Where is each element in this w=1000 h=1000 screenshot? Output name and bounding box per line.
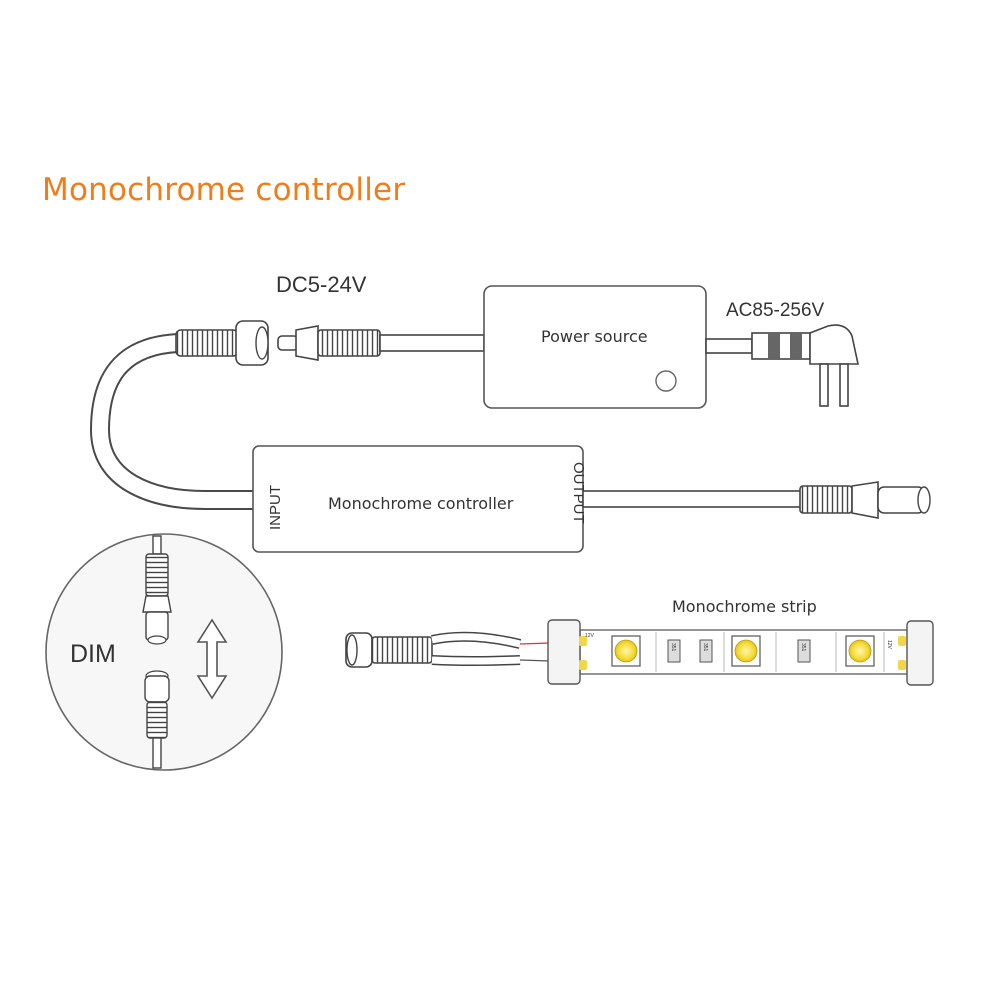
- power-source-label: Power source: [541, 327, 648, 346]
- controller-label: Monochrome controller: [328, 494, 514, 513]
- dc-jack-icon: [175, 320, 269, 366]
- dim-female-jack-icon: [144, 670, 170, 769]
- page-title: Monochrome controller: [42, 172, 406, 208]
- led-icon: [611, 635, 641, 667]
- resistor-label: 351: [670, 643, 676, 652]
- dim-male-plug-icon: [142, 535, 172, 645]
- resistor-label: 351: [702, 643, 708, 652]
- dim-label: DIM: [70, 640, 116, 668]
- input-label: INPUT: [267, 485, 284, 530]
- strip-voltage-label: 12V: [585, 633, 595, 639]
- dc-voltage-label: DC5-24V: [276, 272, 367, 297]
- output-label: OUTPUT: [570, 462, 587, 524]
- ac-plug-icon: [705, 324, 859, 407]
- resistor-label: 351: [800, 643, 806, 652]
- strip-label: Monochrome strip: [672, 597, 817, 616]
- resistor-icon: [667, 639, 811, 663]
- dc-plug-icon: [277, 325, 485, 361]
- double-arrow-icon: [196, 618, 228, 700]
- led-icon: [845, 635, 875, 667]
- power-source-box: [483, 285, 707, 409]
- led-strip: [547, 619, 934, 686]
- strip-jack-icon: [345, 631, 581, 668]
- led-icon: [731, 635, 761, 667]
- ac-voltage-label: AC85-256V: [726, 300, 825, 321]
- strip-voltage-label-rev: 12V: [886, 640, 892, 650]
- output-plug-icon: [582, 481, 931, 519]
- dim-detail-circle: [45, 533, 283, 771]
